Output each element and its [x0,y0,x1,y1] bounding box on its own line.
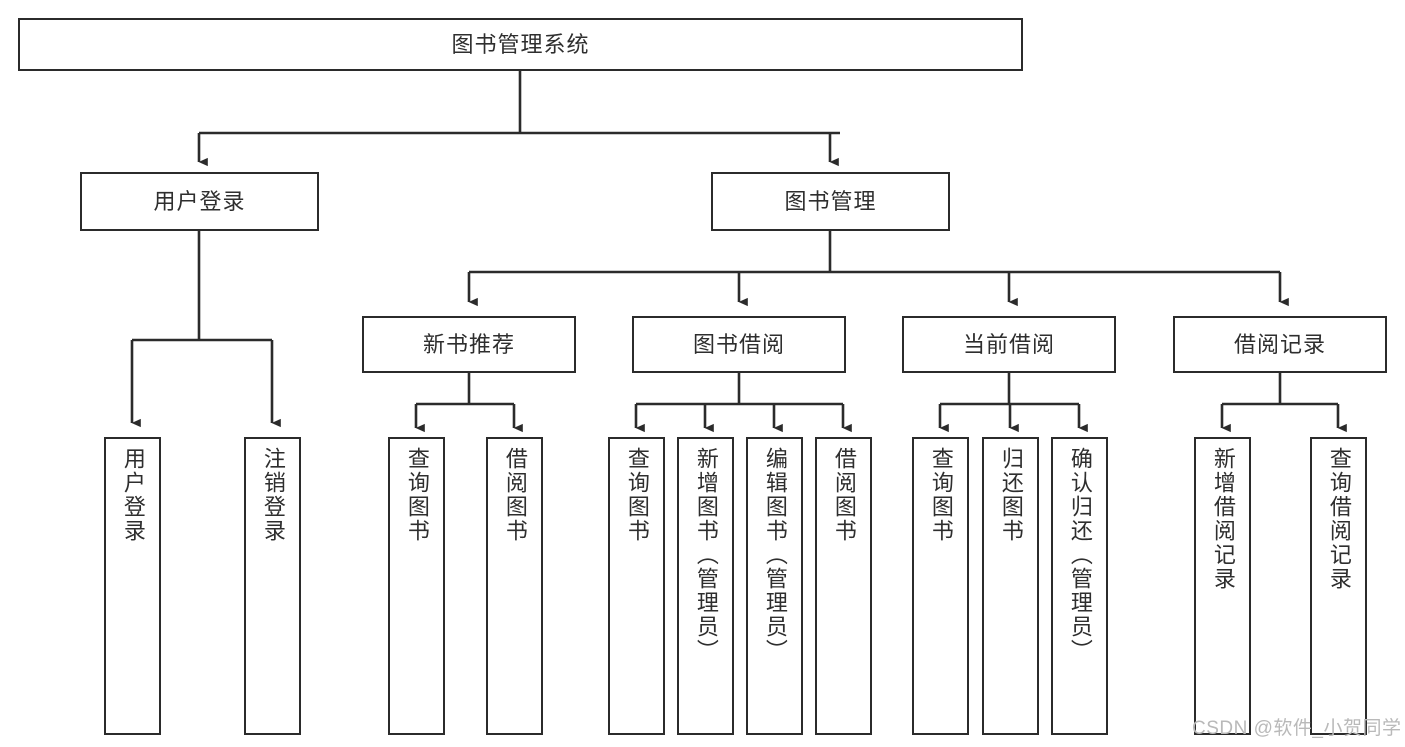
node-leaf-add-book-label: 新增图书（管理员） [693,447,719,663]
node-leaf-query-book-3[interactable]: 查询图书 [912,437,969,735]
node-leaf-query-book-3-label: 查询图书 [928,447,954,543]
csdn-watermark: CSDN @软件_小贺同学 [1192,718,1402,739]
node-leaf-add-book[interactable]: 新增图书（管理员） [677,437,734,735]
node-leaf-borrow-book-2-label: 借阅图书 [831,447,857,543]
node-book-manage[interactable]: 图书管理 [711,172,950,231]
node-leaf-confirm-return-label: 确认归还（管理员） [1067,447,1093,663]
node-current-borrow-label: 当前借阅 [962,331,1055,357]
node-current-borrow[interactable]: 当前借阅 [902,316,1116,373]
node-leaf-query-book-2[interactable]: 查询图书 [608,437,665,735]
node-root[interactable]: 图书管理系统 [18,18,1023,71]
node-leaf-query-book-1-label: 查询图书 [404,447,430,543]
node-leaf-edit-book-label: 编辑图书（管理员） [762,447,788,663]
node-leaf-borrow-book-1-label: 借阅图书 [502,447,528,543]
node-leaf-borrow-book-2[interactable]: 借阅图书 [815,437,872,735]
node-leaf-user-login-label: 用户登录 [120,447,146,543]
node-leaf-user-login[interactable]: 用户登录 [104,437,161,735]
node-leaf-add-record-label: 新增借阅记录 [1210,447,1236,591]
node-root-label: 图书管理系统 [451,31,590,57]
node-leaf-user-logout[interactable]: 注销登录 [244,437,301,735]
node-leaf-query-record[interactable]: 查询借阅记录 [1310,437,1367,735]
node-leaf-user-logout-label: 注销登录 [260,447,286,543]
node-user-login-label: 用户登录 [153,188,246,214]
node-leaf-return-book-label: 归还图书 [998,447,1024,543]
node-leaf-borrow-book-1[interactable]: 借阅图书 [486,437,543,735]
node-book-manage-label: 图书管理 [784,188,877,214]
node-leaf-return-book[interactable]: 归还图书 [982,437,1039,735]
node-book-borrow[interactable]: 图书借阅 [632,316,846,373]
node-leaf-edit-book[interactable]: 编辑图书（管理员） [746,437,803,735]
node-leaf-query-book-2-label: 查询图书 [624,447,650,543]
node-borrow-record-label: 借阅记录 [1233,331,1326,357]
node-borrow-record[interactable]: 借阅记录 [1173,316,1387,373]
node-book-borrow-label: 图书借阅 [692,331,785,357]
node-new-book-recommend[interactable]: 新书推荐 [362,316,576,373]
node-new-book-recommend-label: 新书推荐 [422,331,515,357]
node-user-login[interactable]: 用户登录 [80,172,319,231]
node-leaf-add-record[interactable]: 新增借阅记录 [1194,437,1251,735]
node-leaf-query-record-label: 查询借阅记录 [1326,447,1352,591]
node-leaf-confirm-return[interactable]: 确认归还（管理员） [1051,437,1108,735]
node-leaf-query-book-1[interactable]: 查询图书 [388,437,445,735]
